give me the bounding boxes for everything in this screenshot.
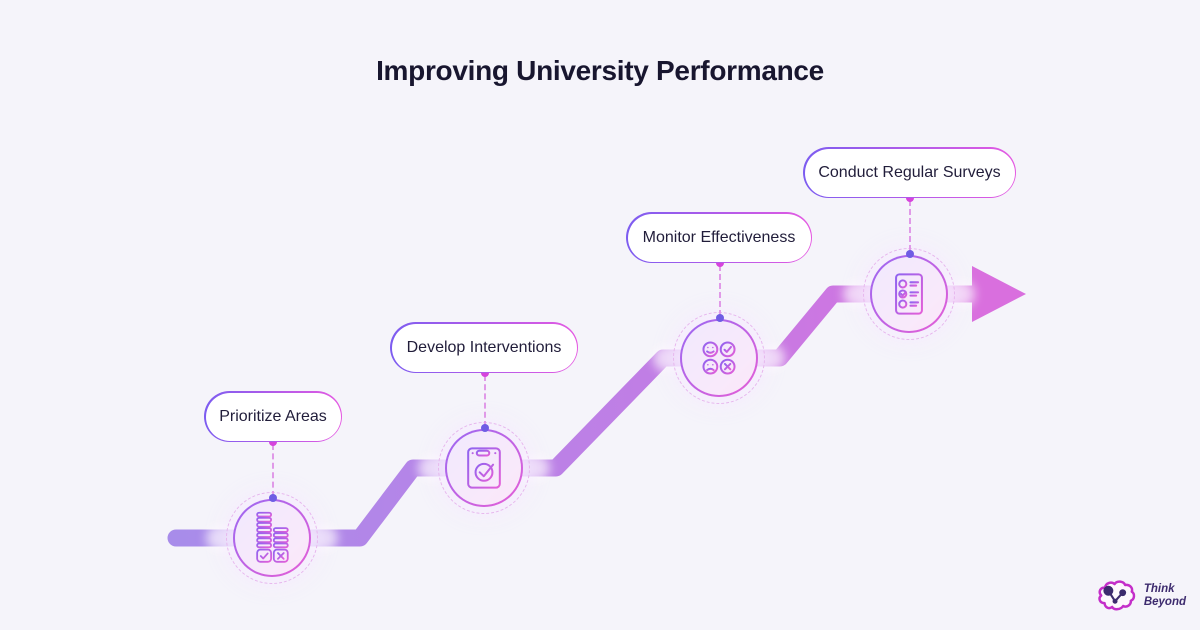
step-label-3-text: Monitor Effectiveness	[627, 213, 811, 262]
step-node-1-bg	[235, 501, 309, 575]
step-label-3: Monitor Effectiveness	[626, 212, 812, 263]
step-node-2	[445, 429, 523, 507]
brand-cloud-icon	[1098, 580, 1136, 611]
brand-logo: Think Beyond	[1095, 577, 1186, 614]
step-label-2-text: Develop Interventions	[391, 323, 577, 372]
step-node-1	[233, 499, 311, 577]
browser-check-icon	[467, 447, 501, 489]
step-label-4-text: Conduct Regular Surveys	[804, 148, 1015, 197]
brand-name: Think Beyond	[1144, 583, 1186, 608]
step-label-2: Develop Interventions	[390, 322, 578, 373]
flow-arrowhead	[972, 266, 1026, 322]
connector-3-top-dot	[716, 259, 724, 267]
step-node-3	[680, 319, 758, 397]
step-label-1-text: Prioritize Areas	[205, 392, 341, 441]
connector-1-top-dot	[269, 438, 277, 446]
step-node-3-bg	[682, 321, 756, 395]
brand-name-line1: Think	[1143, 583, 1175, 596]
feedback-faces-icon	[702, 341, 736, 375]
connector-3-bottom-dot	[716, 314, 724, 322]
connector-1	[272, 444, 274, 497]
priority-bars-icon	[256, 511, 289, 563]
page-title: Improving University Performance	[376, 55, 824, 86]
connector-3	[719, 265, 721, 316]
connector-4-bottom-dot	[906, 250, 914, 258]
connector-4-top-dot	[906, 194, 914, 202]
flow-arrow-path	[167, 285, 981, 547]
step-node-4	[870, 255, 948, 333]
connector-2-bottom-dot	[481, 424, 489, 432]
survey-checklist-icon	[895, 273, 923, 315]
connector-2-top-dot	[481, 369, 489, 377]
connector-4	[909, 200, 911, 251]
step-label-1: Prioritize Areas	[204, 391, 342, 442]
connector-1-bottom-dot	[269, 494, 277, 502]
step-node-2-bg	[447, 431, 521, 505]
step-node-4-bg	[872, 257, 946, 331]
brand-name-line2: Beyond	[1143, 595, 1186, 608]
step-label-4: Conduct Regular Surveys	[803, 147, 1016, 198]
connector-2	[484, 375, 486, 427]
